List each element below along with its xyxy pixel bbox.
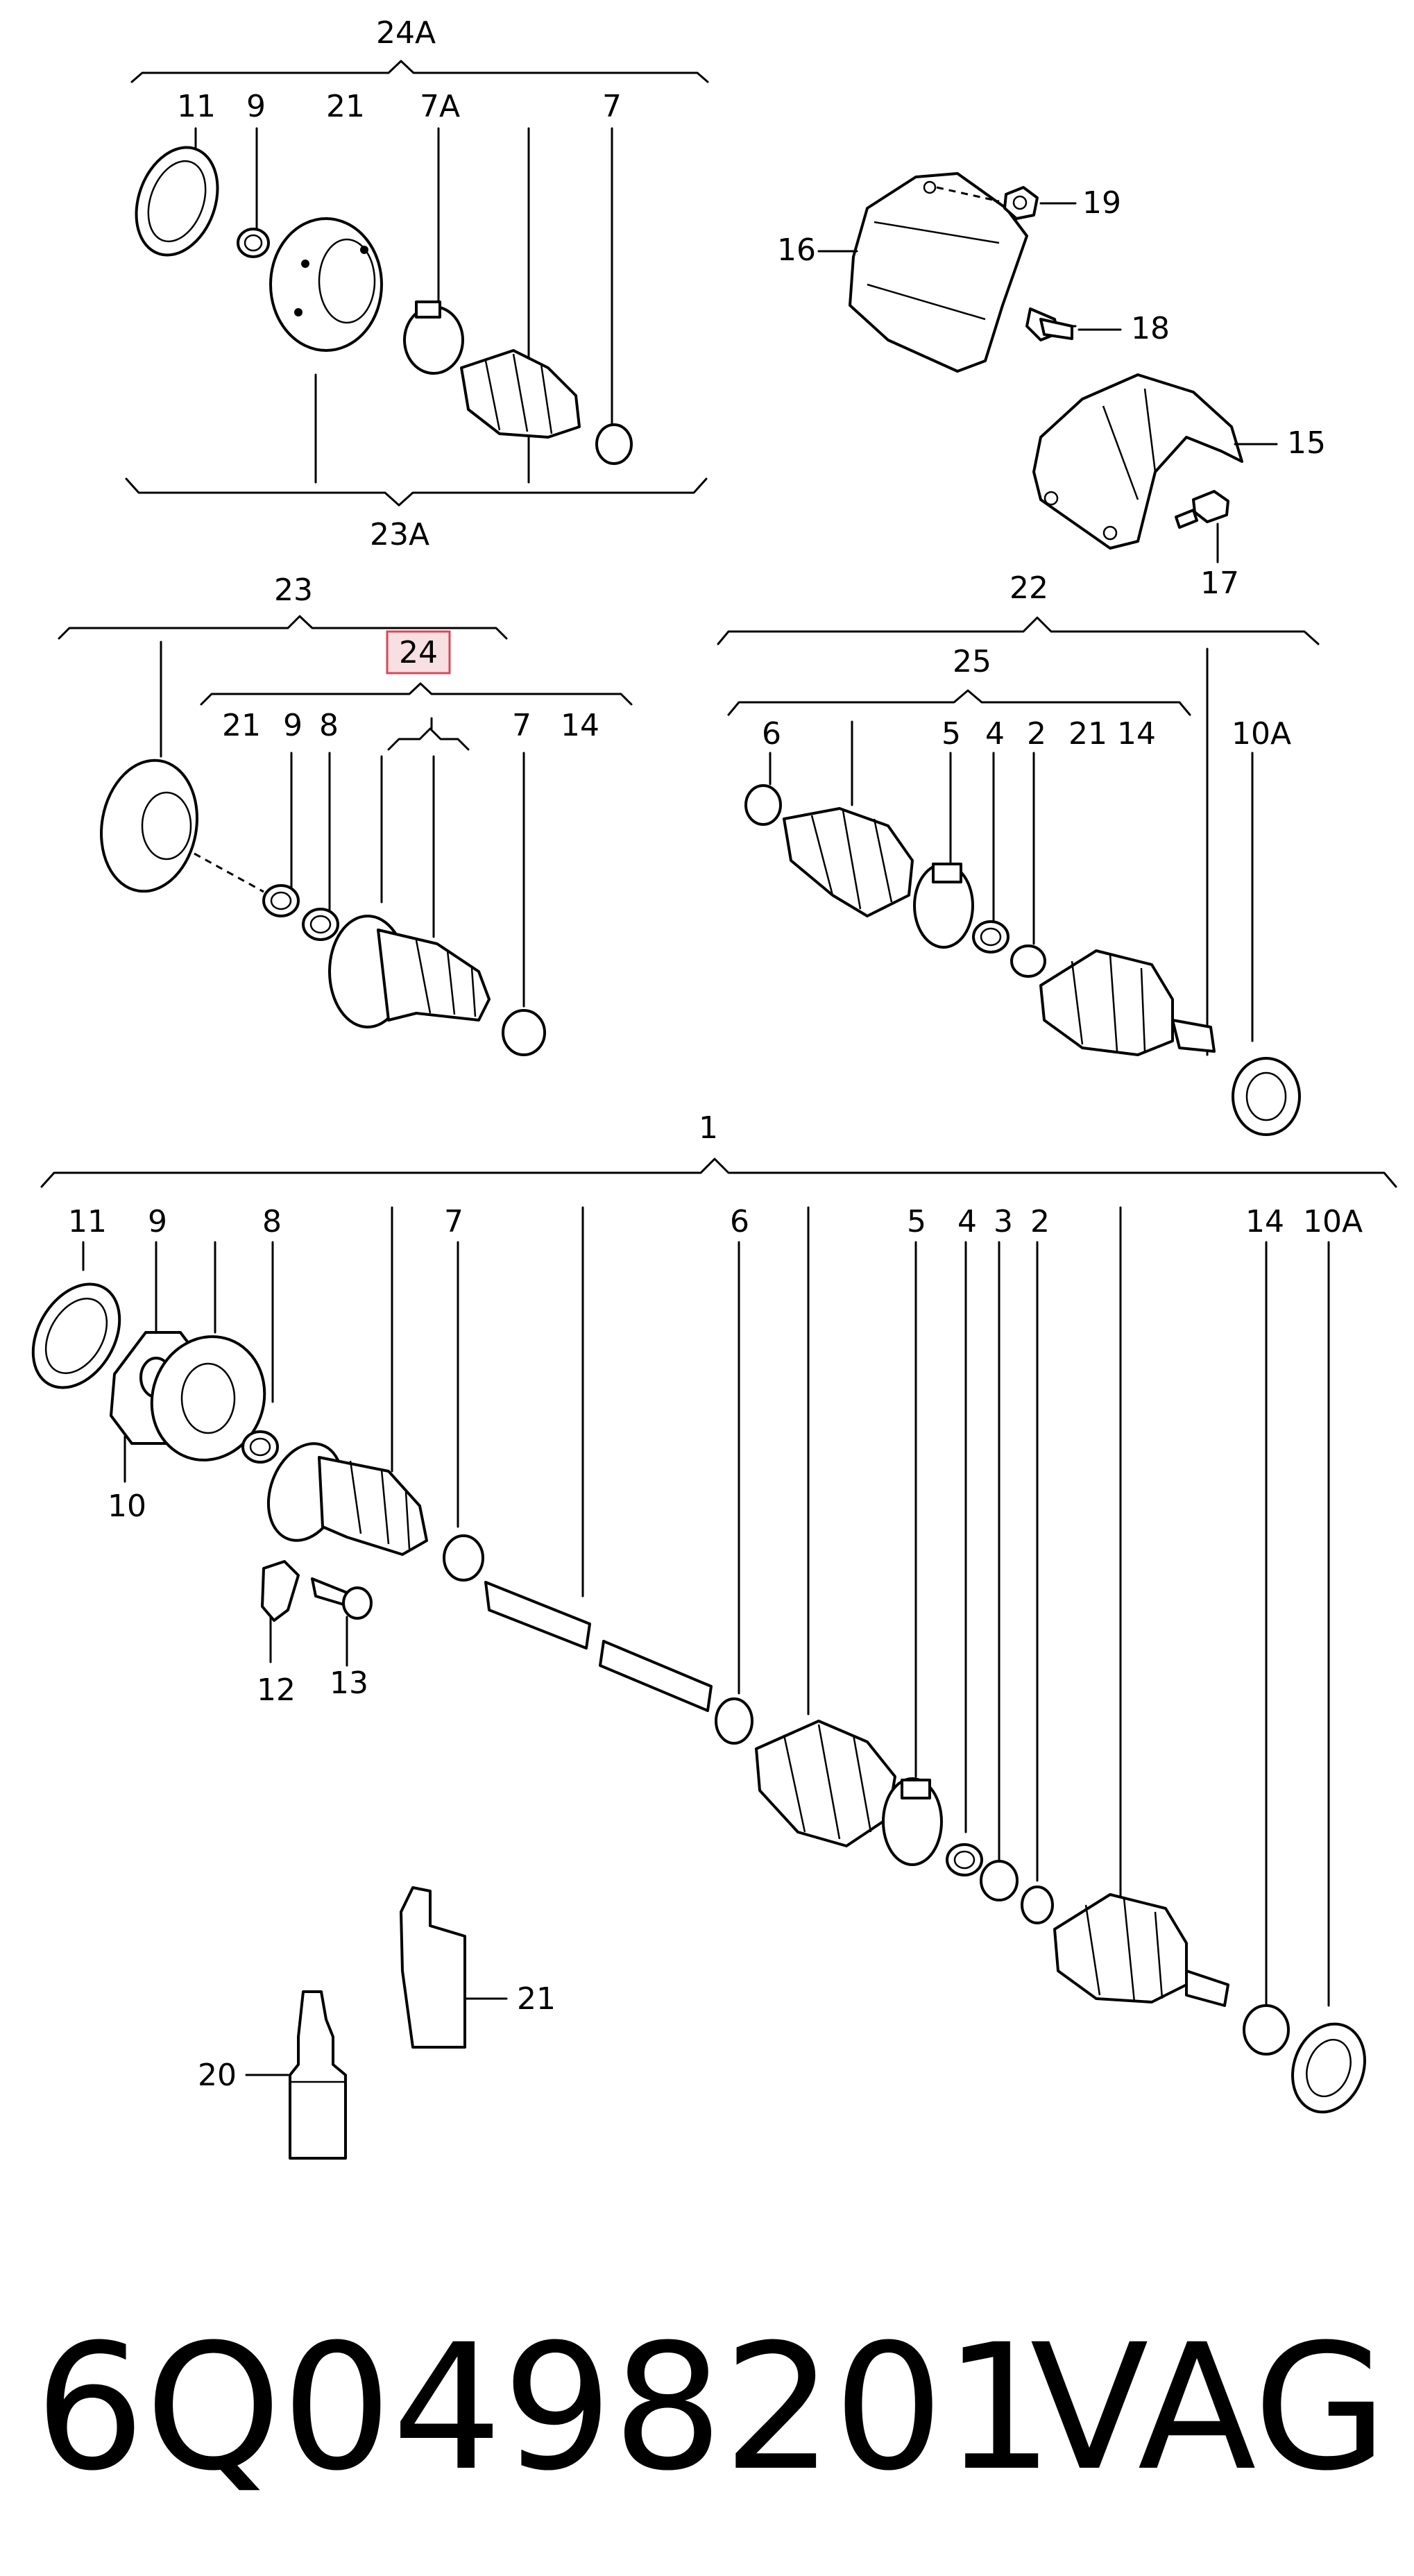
callout-9: 9: [246, 89, 266, 124]
main-ring-8: [241, 1430, 279, 1464]
main-outer-cv-joint: [1053, 1893, 1188, 2003]
main-inner-cv-joint: [150, 1335, 266, 1461]
seal-ring: [135, 146, 219, 257]
mid-small-clamp: [744, 784, 782, 826]
callout-main-14: 14: [1245, 1204, 1284, 1239]
callout-main-9: 9: [148, 1204, 167, 1239]
callout-mid-5: 5: [942, 716, 961, 752]
callout-18: 18: [1131, 311, 1170, 346]
callout-mid-14: 14: [561, 708, 599, 743]
main-clamp-7: [443, 1534, 484, 1582]
callout-main-3: 3: [994, 1204, 1013, 1239]
group-1-assembly: 1 11 9 8 7 6 5 4 3 2 14 10A 10: [31, 1110, 1397, 2114]
main-circlip-2: [1021, 1886, 1054, 1924]
callout-main-6: 6: [730, 1204, 749, 1239]
group-label-23A: 23A: [370, 517, 429, 552]
callout-main-12: 12: [257, 1672, 296, 1708]
group-label-23: 23: [274, 573, 313, 608]
main-seal-10A: [1291, 2022, 1366, 2114]
drive-shaft-outer: [599, 1640, 713, 1712]
mid-ring-8: [302, 908, 339, 941]
mid-ring-4: [972, 920, 1010, 954]
callout-main-5: 5: [907, 1204, 926, 1239]
small-clamp: [595, 423, 633, 465]
circlip: [237, 228, 270, 258]
callout-main-7: 7: [444, 1204, 463, 1239]
callout-mid-21: 21: [222, 708, 261, 743]
stub-shaft: [1171, 1019, 1216, 1053]
mid-circlip: [262, 884, 300, 917]
callout-mid-7: 7: [512, 708, 531, 743]
callout-main-11: 11: [68, 1204, 107, 1239]
outer-cv-joint: [1039, 949, 1174, 1056]
group-grease: 21 20: [198, 1886, 556, 2160]
nut-19: [1003, 186, 1039, 220]
main-nut-14: [1243, 2004, 1290, 2056]
group-label-25: 25: [953, 644, 991, 679]
main-outer-boot: [755, 1720, 896, 1847]
part-number: 6Q0498201: [35, 2307, 1055, 2509]
callout-mid-21b: 21: [1068, 716, 1107, 752]
callout-7: 7: [602, 89, 622, 124]
main-seal-ring: [31, 1282, 121, 1389]
callout-21: 21: [326, 89, 365, 124]
callout-16: 16: [777, 232, 816, 268]
heat-shield-16: [849, 172, 1028, 373]
main-inner-boot: [318, 1456, 428, 1556]
grease-tube-20: [289, 1990, 347, 2160]
callout-main-4: 4: [957, 1204, 977, 1239]
callout-mid-8: 8: [319, 708, 339, 743]
grease-pack-21: [400, 1886, 466, 2049]
group-22-25: 22 25 6 5 4 2 21 14 10A: [717, 570, 1320, 1136]
callout-17: 17: [1200, 566, 1239, 601]
cv-joint: [269, 217, 383, 352]
callout-main-21: 21: [517, 1981, 556, 2017]
group-24A-23A: 24A 23A 11 9 21 7A 7: [125, 15, 709, 552]
mid-joint-boot: [377, 929, 491, 1022]
mid-seal-10A: [1232, 1057, 1301, 1136]
callout-main-10A: 10A: [1303, 1204, 1363, 1239]
callout-main-2: 2: [1030, 1204, 1050, 1239]
callout-11: 11: [177, 89, 216, 124]
callout-mid-9: 9: [283, 708, 303, 743]
part-caption: 6Q0498201 VAG: [28, 2290, 1388, 2526]
outer-boot: [783, 807, 914, 917]
callout-main-13: 13: [330, 1666, 368, 1701]
main-stub-shaft: [1185, 1969, 1229, 2007]
callout-main-20: 20: [198, 2058, 237, 2093]
callout-mid-2: 2: [1027, 716, 1046, 752]
group-heat-shields: 19 16 18 15 17: [777, 172, 1326, 601]
callout-mid-10A: 10A: [1232, 716, 1291, 752]
group-label-22: 22: [1010, 570, 1048, 606]
callout-19: 19: [1082, 185, 1121, 221]
main-ring-4: [946, 1843, 983, 1876]
brand-name: VAG: [1030, 2307, 1388, 2509]
mid-circlip-2: [1010, 944, 1046, 978]
heat-shield-15: [1032, 373, 1243, 550]
lock-plate-12: [261, 1560, 300, 1622]
callout-mid-4: 4: [985, 716, 1005, 752]
highlight-box-24: [386, 630, 451, 675]
mid-cv-joint: [100, 759, 198, 893]
group-label-24: 24: [399, 635, 438, 670]
mid-clamp: [502, 1009, 546, 1056]
callout-main-8: 8: [262, 1204, 282, 1239]
callout-7A: 7A: [420, 89, 460, 124]
drive-shaft-inner: [484, 1581, 591, 1650]
callout-15: 15: [1287, 425, 1326, 461]
bolt-17: [1192, 490, 1229, 523]
callout-mid-6: 6: [762, 716, 781, 752]
callout-main-10: 10: [108, 1489, 146, 1524]
callout-mid-14b: 14: [1117, 716, 1156, 752]
main-clamp-6: [715, 1697, 753, 1745]
exploded-parts-diagram: 24A 23A 11 9 21 7A 7: [31, 15, 1397, 2160]
group-label-1: 1: [699, 1110, 718, 1146]
main-ring-3: [980, 1860, 1019, 1901]
group-23-24: 23 24 21 9 8 7 14: [58, 573, 633, 1056]
group-label-24A: 24A: [376, 15, 436, 51]
